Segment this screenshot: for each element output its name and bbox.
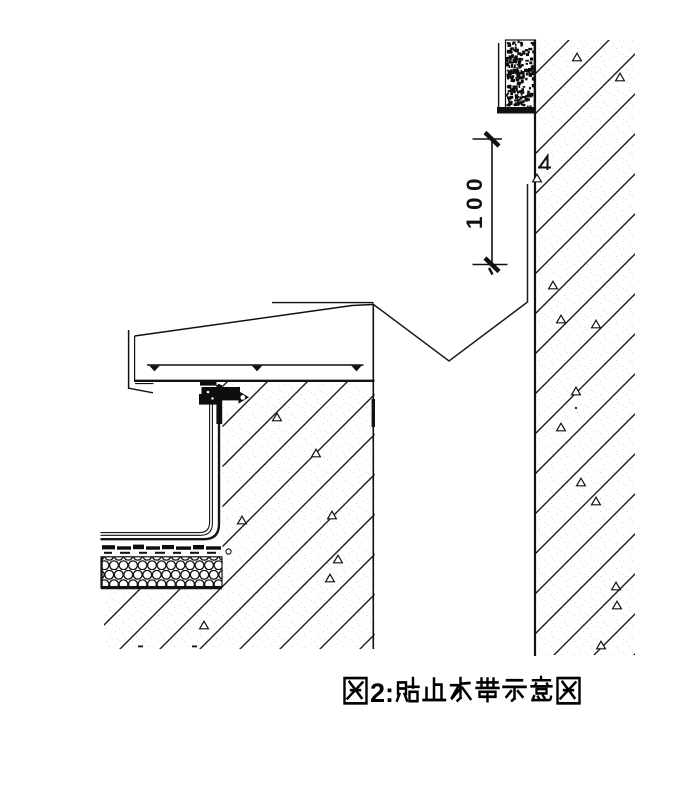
svg-text:100: 100 bbox=[462, 172, 487, 229]
svg-text:2:: 2: bbox=[370, 678, 394, 708]
